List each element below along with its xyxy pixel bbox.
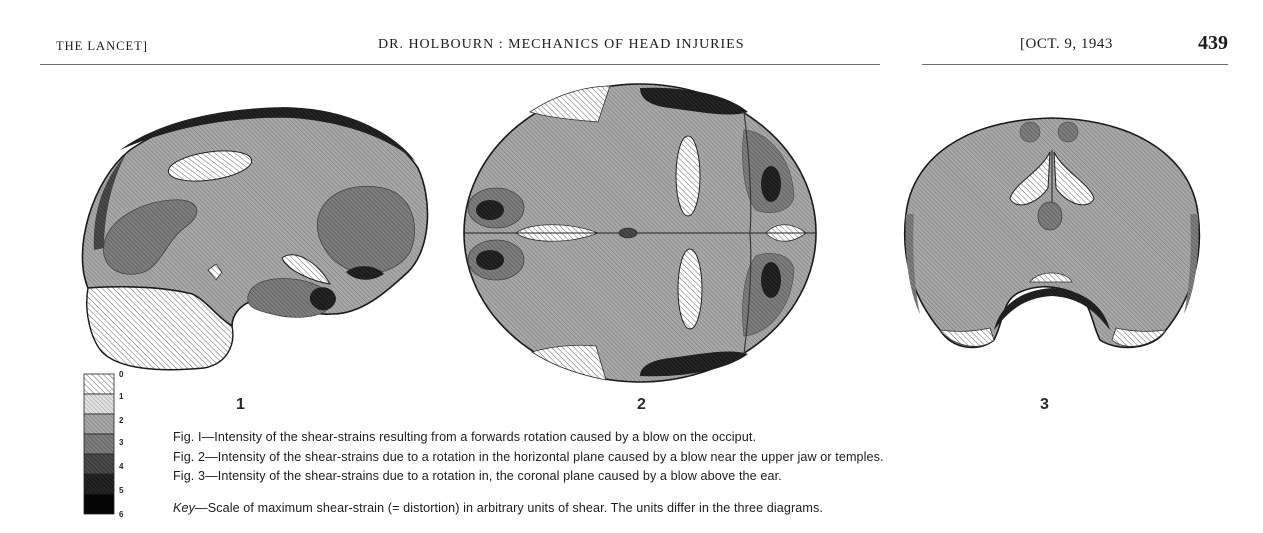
fig3-center-node [1038, 202, 1062, 230]
caption-figure-3: Fig. 3—Intensity of the shear-strains du… [173, 469, 782, 483]
fig3-top-right-lobe [1058, 122, 1078, 142]
key-description: —Scale of maximum shear-strain (= distor… [195, 501, 823, 515]
caption-figure-1: Fig. I—Intensity of the shear-strains re… [173, 430, 756, 444]
key-label-6: 6 [119, 510, 123, 519]
figure-1-number: 1 [236, 396, 245, 414]
figure-3-number: 3 [1040, 396, 1049, 414]
fig2-upper-light-oval [676, 136, 700, 216]
fig2-right-dark-upper [761, 166, 781, 202]
key-level-0 [84, 374, 114, 394]
caption-key: Key—Scale of maximum shear-strain (= dis… [173, 501, 823, 515]
fig2-right-dark-lower [761, 262, 781, 298]
fig3-top-left-lobe [1020, 122, 1040, 142]
figure-1-sagittal [82, 108, 427, 370]
key-label-0: 0 [119, 370, 123, 379]
caption-figure-2: Fig. 2—Intensity of the shear-strains du… [173, 450, 884, 464]
key-scale [84, 374, 114, 514]
key-level-4 [84, 454, 114, 474]
key-label-1: 1 [119, 392, 123, 401]
fig2-left-dark-lower [476, 250, 504, 270]
fig2-bottom-left-light [532, 345, 606, 380]
fig2-lower-light-oval [678, 249, 702, 329]
key-label-5: 5 [119, 486, 123, 495]
key-level-2 [84, 414, 114, 434]
key-level-6 [84, 494, 114, 514]
figure-2-number: 2 [637, 396, 646, 414]
figure-2-horizontal [464, 84, 816, 382]
fig2-midline-node [619, 228, 637, 238]
key-label-4: 4 [119, 462, 123, 471]
key-word: Key [173, 501, 195, 515]
key-level-1 [84, 394, 114, 414]
key-label-3: 3 [119, 438, 123, 447]
key-level-5 [84, 474, 114, 494]
fig2-left-dark-upper [476, 200, 504, 220]
key-label-2: 2 [119, 416, 123, 425]
figure-3-coronal [905, 118, 1200, 347]
key-level-3 [84, 434, 114, 454]
